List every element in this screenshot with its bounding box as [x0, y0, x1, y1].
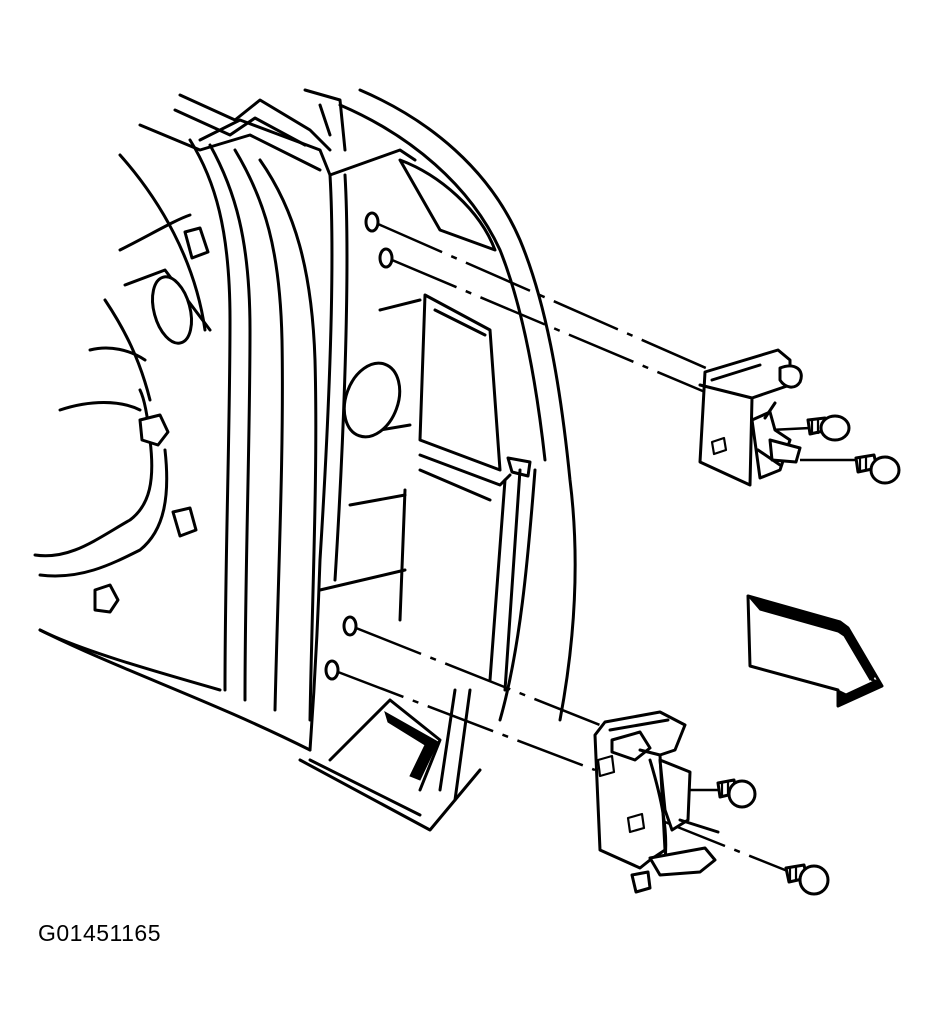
upper-bolt-1 — [806, 414, 851, 442]
hinge-pillar — [38, 118, 482, 832]
figure-code-label: G01451165 — [38, 920, 162, 946]
lower-bolt-1 — [716, 778, 757, 809]
upper-hinge-bracket — [698, 348, 803, 487]
alignment-holes — [324, 211, 394, 681]
forward-arrow-icon — [746, 594, 884, 708]
upper-bolt-2 — [854, 453, 901, 485]
lower-hinge-bracket — [593, 710, 720, 894]
hinge-mount-recess — [318, 293, 537, 802]
body-left-panel — [33, 153, 222, 692]
body-outer-contours — [138, 88, 577, 722]
lower-bolt-2 — [784, 863, 830, 896]
alignment-lines — [337, 222, 858, 874]
